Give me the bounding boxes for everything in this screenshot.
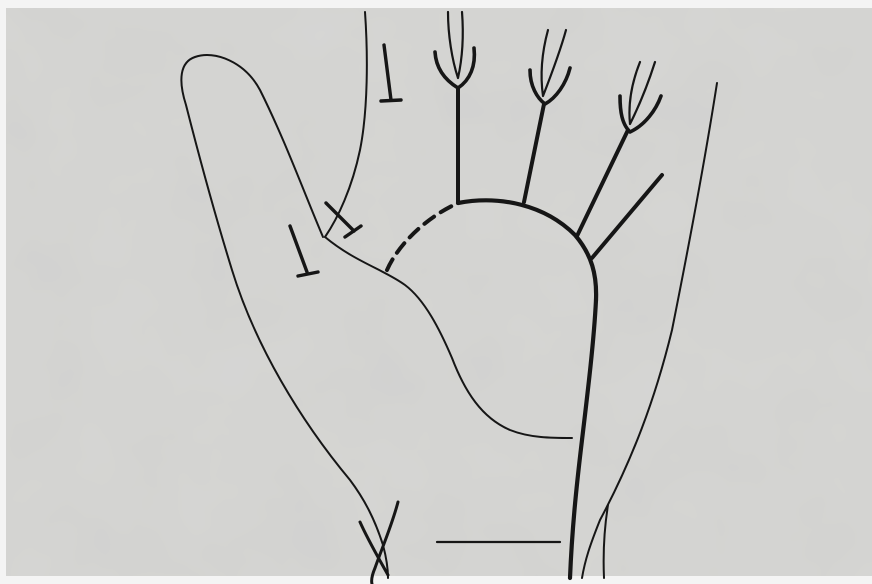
mark-t-top-bar — [381, 100, 401, 101]
paper-background — [6, 8, 872, 576]
